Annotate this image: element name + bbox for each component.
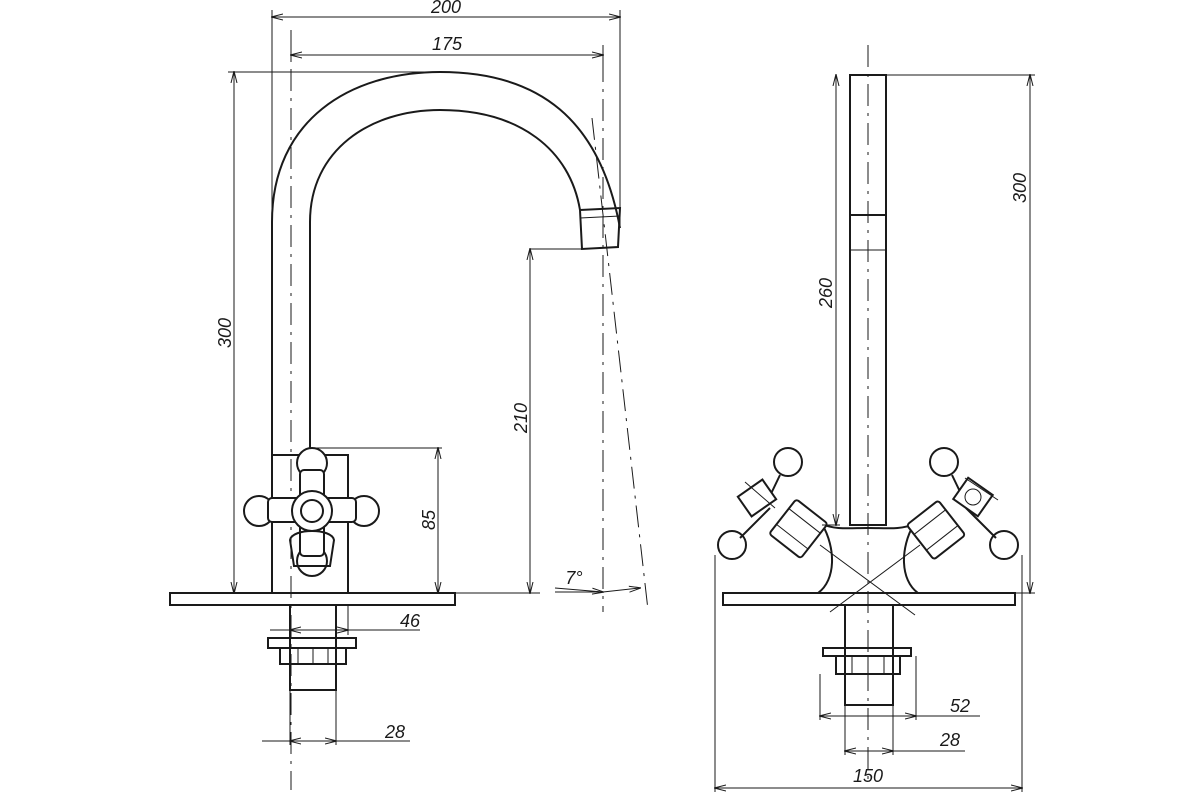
spout-inner (309, 108, 581, 455)
spout-tilt-axis (591, 117, 649, 611)
front-left-cross (717, 447, 803, 560)
dim-200-label: 200 (430, 0, 461, 17)
dim-260-label: 260 (816, 278, 836, 309)
side-handle (243, 447, 380, 577)
front-view (715, 45, 1035, 792)
dim-85-label: 85 (419, 509, 439, 530)
dim-175-label: 175 (432, 34, 463, 54)
dim-7-label: 7° (565, 568, 582, 588)
side-view (169, 10, 649, 790)
front-base-plate (722, 592, 1016, 606)
dim-300-side-label: 300 (215, 318, 235, 348)
dim-28-side-label: 28 (384, 722, 405, 742)
dim-210-label: 210 (511, 403, 531, 434)
dim-46-label: 46 (400, 611, 421, 631)
spout-tip (578, 206, 622, 251)
side-base-plate (169, 592, 456, 606)
front-stem (849, 74, 887, 526)
dim-150-label: 150 (853, 766, 883, 786)
dim-300-front-label: 300 (1010, 173, 1030, 203)
front-left-handle (769, 499, 828, 559)
front-right-cross (929, 447, 1019, 560)
front-washer (822, 647, 912, 657)
dim-angle-7 (602, 588, 640, 592)
spout-outer (271, 70, 621, 455)
front-right-handle (906, 500, 966, 560)
front-body (814, 521, 922, 594)
dim-52-label: 52 (950, 696, 970, 716)
dim-28-front-label: 28 (939, 730, 960, 750)
side-washer (267, 637, 357, 649)
